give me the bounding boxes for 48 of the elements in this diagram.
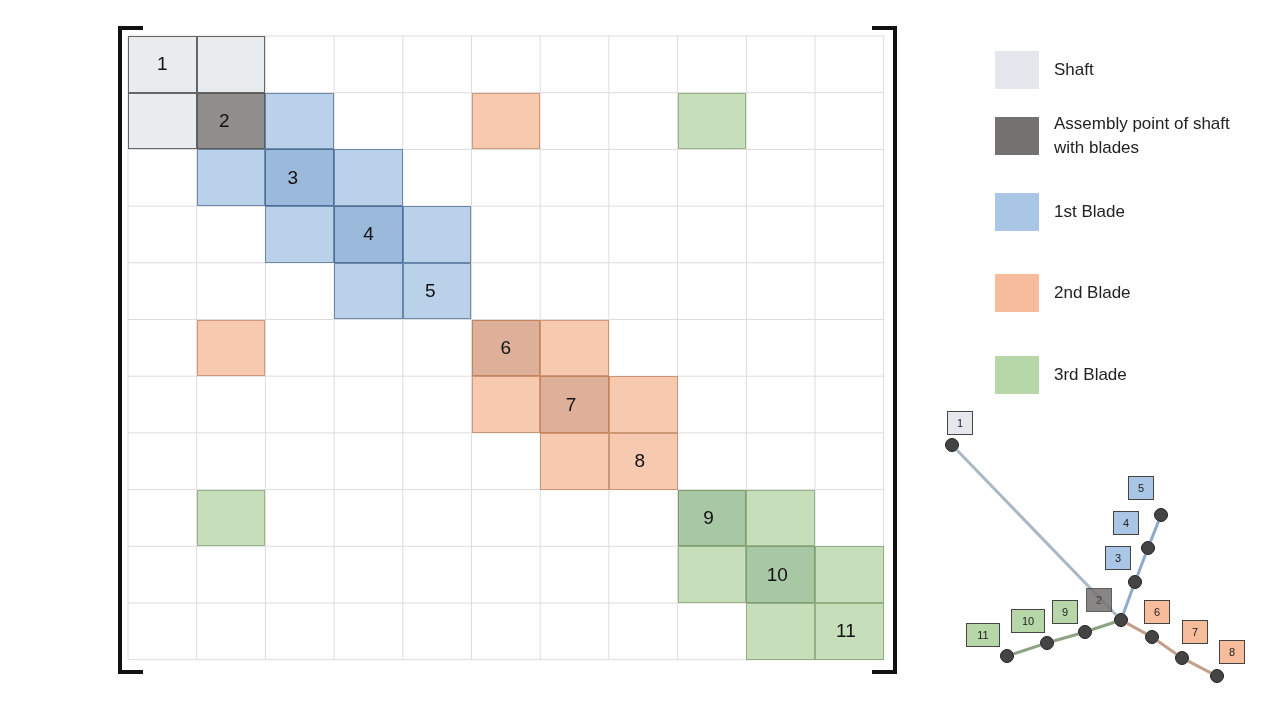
joint-dot: [1128, 575, 1142, 589]
number-tag: 7: [1182, 620, 1208, 644]
legend-text: 3rd Blade: [1054, 364, 1128, 386]
joint-dot: [945, 438, 959, 452]
joint-dot: [1141, 541, 1155, 555]
connector-line: [1122, 588, 1134, 614]
number-tag: 9: [1052, 600, 1078, 624]
number-tag: 8: [1219, 640, 1245, 664]
legend-text: Assembly point of shaft with blades: [1054, 113, 1231, 159]
connector-line: [1126, 622, 1147, 635]
number-tag: 5: [1128, 476, 1154, 500]
matrix-number: 1: [156, 52, 169, 77]
matrix-number: 2: [217, 109, 231, 134]
joint-dot: [1114, 613, 1128, 627]
joint-dot: [1175, 651, 1189, 665]
number-tag: 2: [1086, 588, 1112, 612]
legend-text: Shaft: [1054, 59, 1095, 81]
legend-text: 2nd Blade: [1054, 282, 1132, 304]
number-tag: 10: [1011, 609, 1045, 633]
connector-line: [1013, 643, 1041, 656]
matrix-number: 5: [423, 279, 437, 304]
connector-line: [1091, 620, 1115, 632]
matrix-number: 10: [765, 562, 789, 587]
joint-dot: [1210, 669, 1224, 683]
number-tag: 3: [1105, 546, 1131, 570]
number-tag: 11: [966, 623, 1000, 647]
connector-line: [1136, 554, 1147, 576]
joint-dot: [1145, 630, 1159, 644]
matrix-number: 7: [564, 392, 578, 417]
matrix-number: 6: [499, 335, 513, 360]
number-tag: 1: [947, 411, 973, 435]
joint-dot: [1154, 508, 1168, 522]
connector-line: [1053, 632, 1079, 643]
connector-line: [955, 449, 1118, 616]
legend-text: 1st Blade: [1054, 201, 1126, 223]
joint-dot: [1000, 649, 1014, 663]
number-tag: 6: [1144, 600, 1170, 624]
matrix-number: 4: [362, 222, 375, 247]
matrix-number: 8: [633, 449, 647, 474]
number-tag: 4: [1113, 511, 1139, 535]
matrix-number: 3: [286, 165, 300, 190]
joint-dot: [1078, 625, 1092, 639]
connector-line: [1187, 659, 1212, 675]
connector-line: [1149, 520, 1160, 543]
connector-line: [1156, 639, 1178, 656]
joint-dot: [1040, 636, 1054, 650]
matrix-number: 11: [835, 619, 857, 644]
matrix-number: 9: [702, 505, 715, 530]
